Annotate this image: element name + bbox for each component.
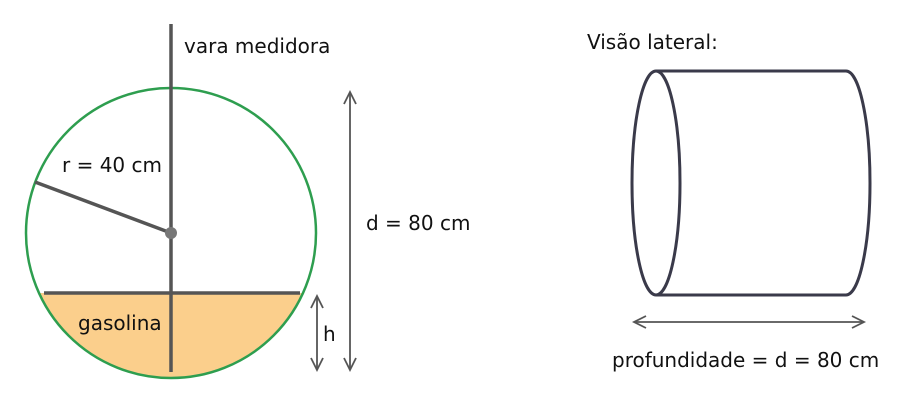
center-point — [165, 227, 177, 239]
diameter-label: d = 80 cm — [366, 211, 470, 235]
rod-label: vara medidora — [184, 34, 330, 58]
height-label: h — [323, 322, 336, 346]
tank-cross-section — [24, 24, 318, 380]
cylinder-side-view — [630, 69, 872, 297]
cylinder-back-face — [845, 69, 872, 297]
radius-line — [34, 180, 172, 235]
radius-label: r = 40 cm — [62, 153, 162, 177]
depth-label: profundidade = d = 80 cm — [612, 348, 879, 372]
diameter-arrow — [343, 89, 357, 373]
height-arrow — [310, 293, 324, 373]
side-view-title: Visão lateral: — [587, 30, 718, 54]
depth-arrow — [631, 315, 867, 329]
gasoline-label: gasolina — [78, 311, 162, 335]
cylinder-front-face — [630, 69, 682, 297]
